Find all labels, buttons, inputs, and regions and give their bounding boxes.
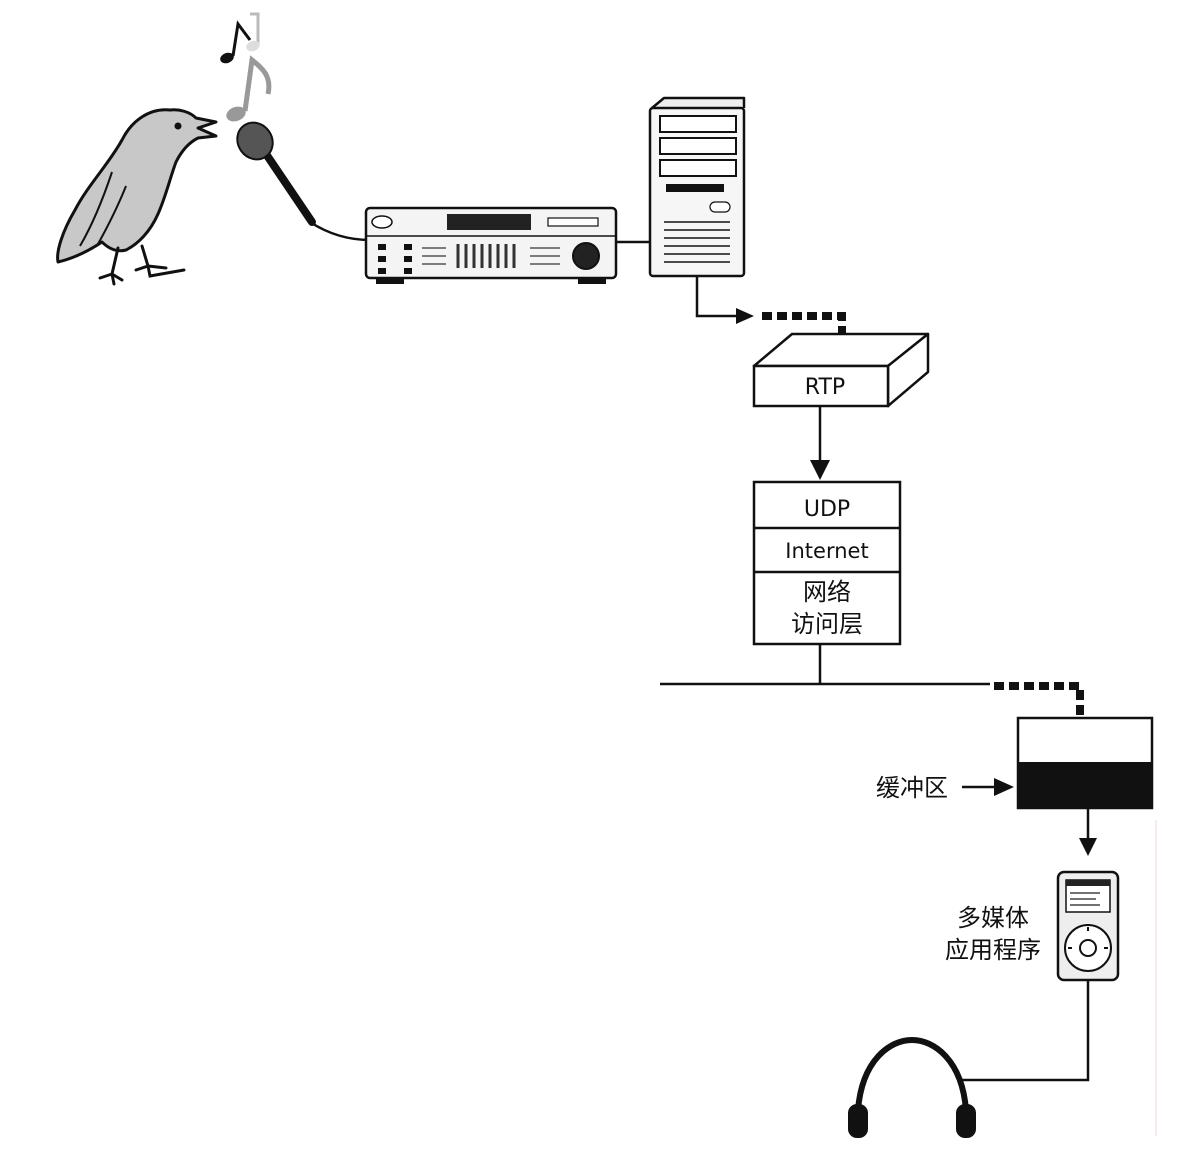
- arrowhead: [1079, 838, 1097, 856]
- rtp-label: RTP: [805, 375, 845, 400]
- buffer-box: [1016, 716, 1154, 810]
- arrowhead: [810, 460, 830, 480]
- bird-icon: [56, 108, 218, 286]
- multimedia-label-1: 多媒体: [957, 904, 1029, 932]
- buffer-label: 缓冲区: [876, 774, 948, 802]
- internet-label: Internet: [785, 539, 868, 563]
- network-access-label-1: 网络: [803, 578, 851, 606]
- protocol-stack: UDP Internet 网络 访问层: [752, 480, 902, 646]
- music-notes-icon: [220, 12, 272, 122]
- rtp-box: RTP: [752, 332, 930, 408]
- player-headphones-link: [962, 980, 1090, 1082]
- network-access-label-2: 访问层: [791, 610, 863, 638]
- dotted-connector-top: [762, 312, 846, 350]
- arrowhead: [994, 778, 1014, 796]
- server-rtp-link: [695, 276, 736, 318]
- audio-encoder-icon: [364, 206, 618, 284]
- arrowhead: [736, 308, 754, 324]
- headphones-icon: [848, 1036, 976, 1138]
- multimedia-label-2: 应用程序: [945, 936, 1041, 964]
- microphone-icon: [236, 121, 371, 242]
- dotted-connector-bottom: [994, 682, 1084, 718]
- udp-label: UDP: [804, 497, 850, 522]
- media-player-icon: [1056, 870, 1120, 982]
- server-tower-icon: [648, 96, 746, 278]
